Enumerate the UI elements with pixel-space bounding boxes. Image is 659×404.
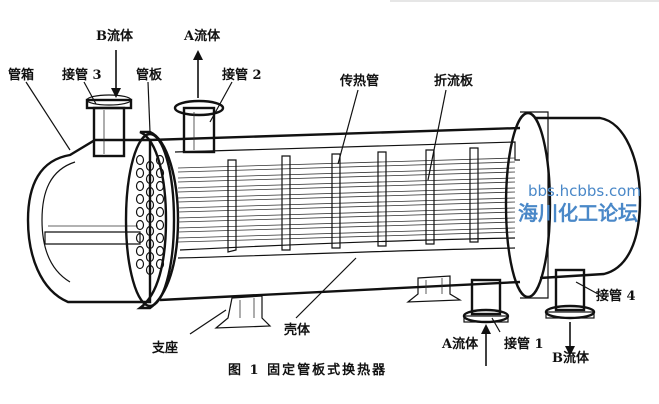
nozzle-4	[544, 268, 596, 320]
tube-hole	[145, 238, 155, 250]
tube-hole	[135, 180, 145, 192]
tube-hole	[135, 245, 145, 257]
label-shell: 壳体	[283, 322, 311, 338]
watermark-url: bbs.hcbbs.com	[528, 182, 641, 200]
baffles	[227, 147, 479, 253]
label-nozzle-1: 接管 1	[504, 336, 544, 352]
shell-body	[149, 126, 521, 302]
tube-hole	[155, 193, 165, 205]
tube-hole	[155, 154, 165, 166]
heat-tube	[177, 177, 516, 189]
heat-transfer-tubes	[177, 157, 516, 243]
tube-hole	[135, 206, 145, 218]
heat-tube	[177, 201, 516, 213]
heat-tube	[177, 207, 516, 219]
tube-hole	[155, 245, 165, 257]
tube-hole	[145, 173, 155, 185]
label-tube-sheet: 管板	[136, 67, 163, 83]
tube-hole	[155, 180, 165, 192]
heat-tube	[177, 187, 516, 199]
label-fluid-a-bottom: A流体	[441, 336, 479, 352]
tube-hole	[135, 232, 145, 244]
tube-sheet-holes	[135, 154, 165, 276]
heat-tube	[177, 221, 516, 233]
flow-arrows	[111, 50, 575, 366]
tube-hole	[145, 212, 155, 224]
label-nozzle-4: 接管 4	[596, 288, 636, 304]
left-channel-head	[26, 138, 152, 304]
heat-tube	[177, 171, 516, 183]
figure-caption: 图 1 固定管板式换热器	[228, 362, 387, 378]
heat-tube	[177, 161, 516, 173]
nozzle-3	[85, 94, 133, 158]
tube-hole	[145, 160, 155, 172]
tube-hole	[135, 258, 145, 270]
tube-hole	[135, 154, 145, 166]
tube-hole	[145, 186, 155, 198]
tube-hole	[145, 251, 155, 263]
right-support	[406, 275, 463, 303]
heat-tube	[177, 181, 516, 193]
tube-hole	[145, 199, 155, 211]
label-baffle: 折流板	[434, 73, 474, 89]
leader-lines	[25, 81, 599, 335]
tube-hole	[145, 264, 155, 276]
heat-tube	[177, 217, 516, 229]
label-fluid-a-top: A流体	[183, 28, 221, 44]
label-nozzle-2: 接管 2	[222, 67, 262, 83]
heat-tube	[177, 227, 516, 239]
heat-tube	[177, 191, 516, 203]
label-fluid-b-top: B流体	[96, 28, 134, 44]
left-tube-sheet	[124, 130, 180, 310]
tube-hole	[155, 232, 165, 244]
label-support: 支座	[151, 340, 178, 356]
tube-hole	[155, 219, 165, 231]
left-support	[214, 295, 272, 329]
tube-hole	[155, 167, 165, 179]
tube-hole	[155, 206, 165, 218]
tube-hole	[145, 225, 155, 237]
tube-hole	[135, 167, 145, 179]
label-nozzle-3: 接管 3	[62, 67, 102, 83]
watermark-forum: 海川化工论坛	[518, 201, 638, 225]
nozzle-1	[462, 278, 510, 324]
right-head	[504, 111, 642, 299]
tube-hole	[155, 258, 165, 270]
heat-tube	[177, 157, 516, 169]
tube-hole	[135, 193, 145, 205]
heat-tube	[177, 167, 516, 179]
tube-hole	[135, 219, 145, 231]
heat-tube	[177, 231, 516, 243]
nozzle-2	[173, 99, 225, 154]
label-tube-box: 管箱	[8, 67, 34, 83]
label-heat-tubes: 传热管	[339, 73, 379, 89]
heat-tube	[177, 197, 516, 209]
heat-tube	[177, 211, 516, 223]
label-fluid-b-bottom: B流体	[552, 350, 590, 366]
